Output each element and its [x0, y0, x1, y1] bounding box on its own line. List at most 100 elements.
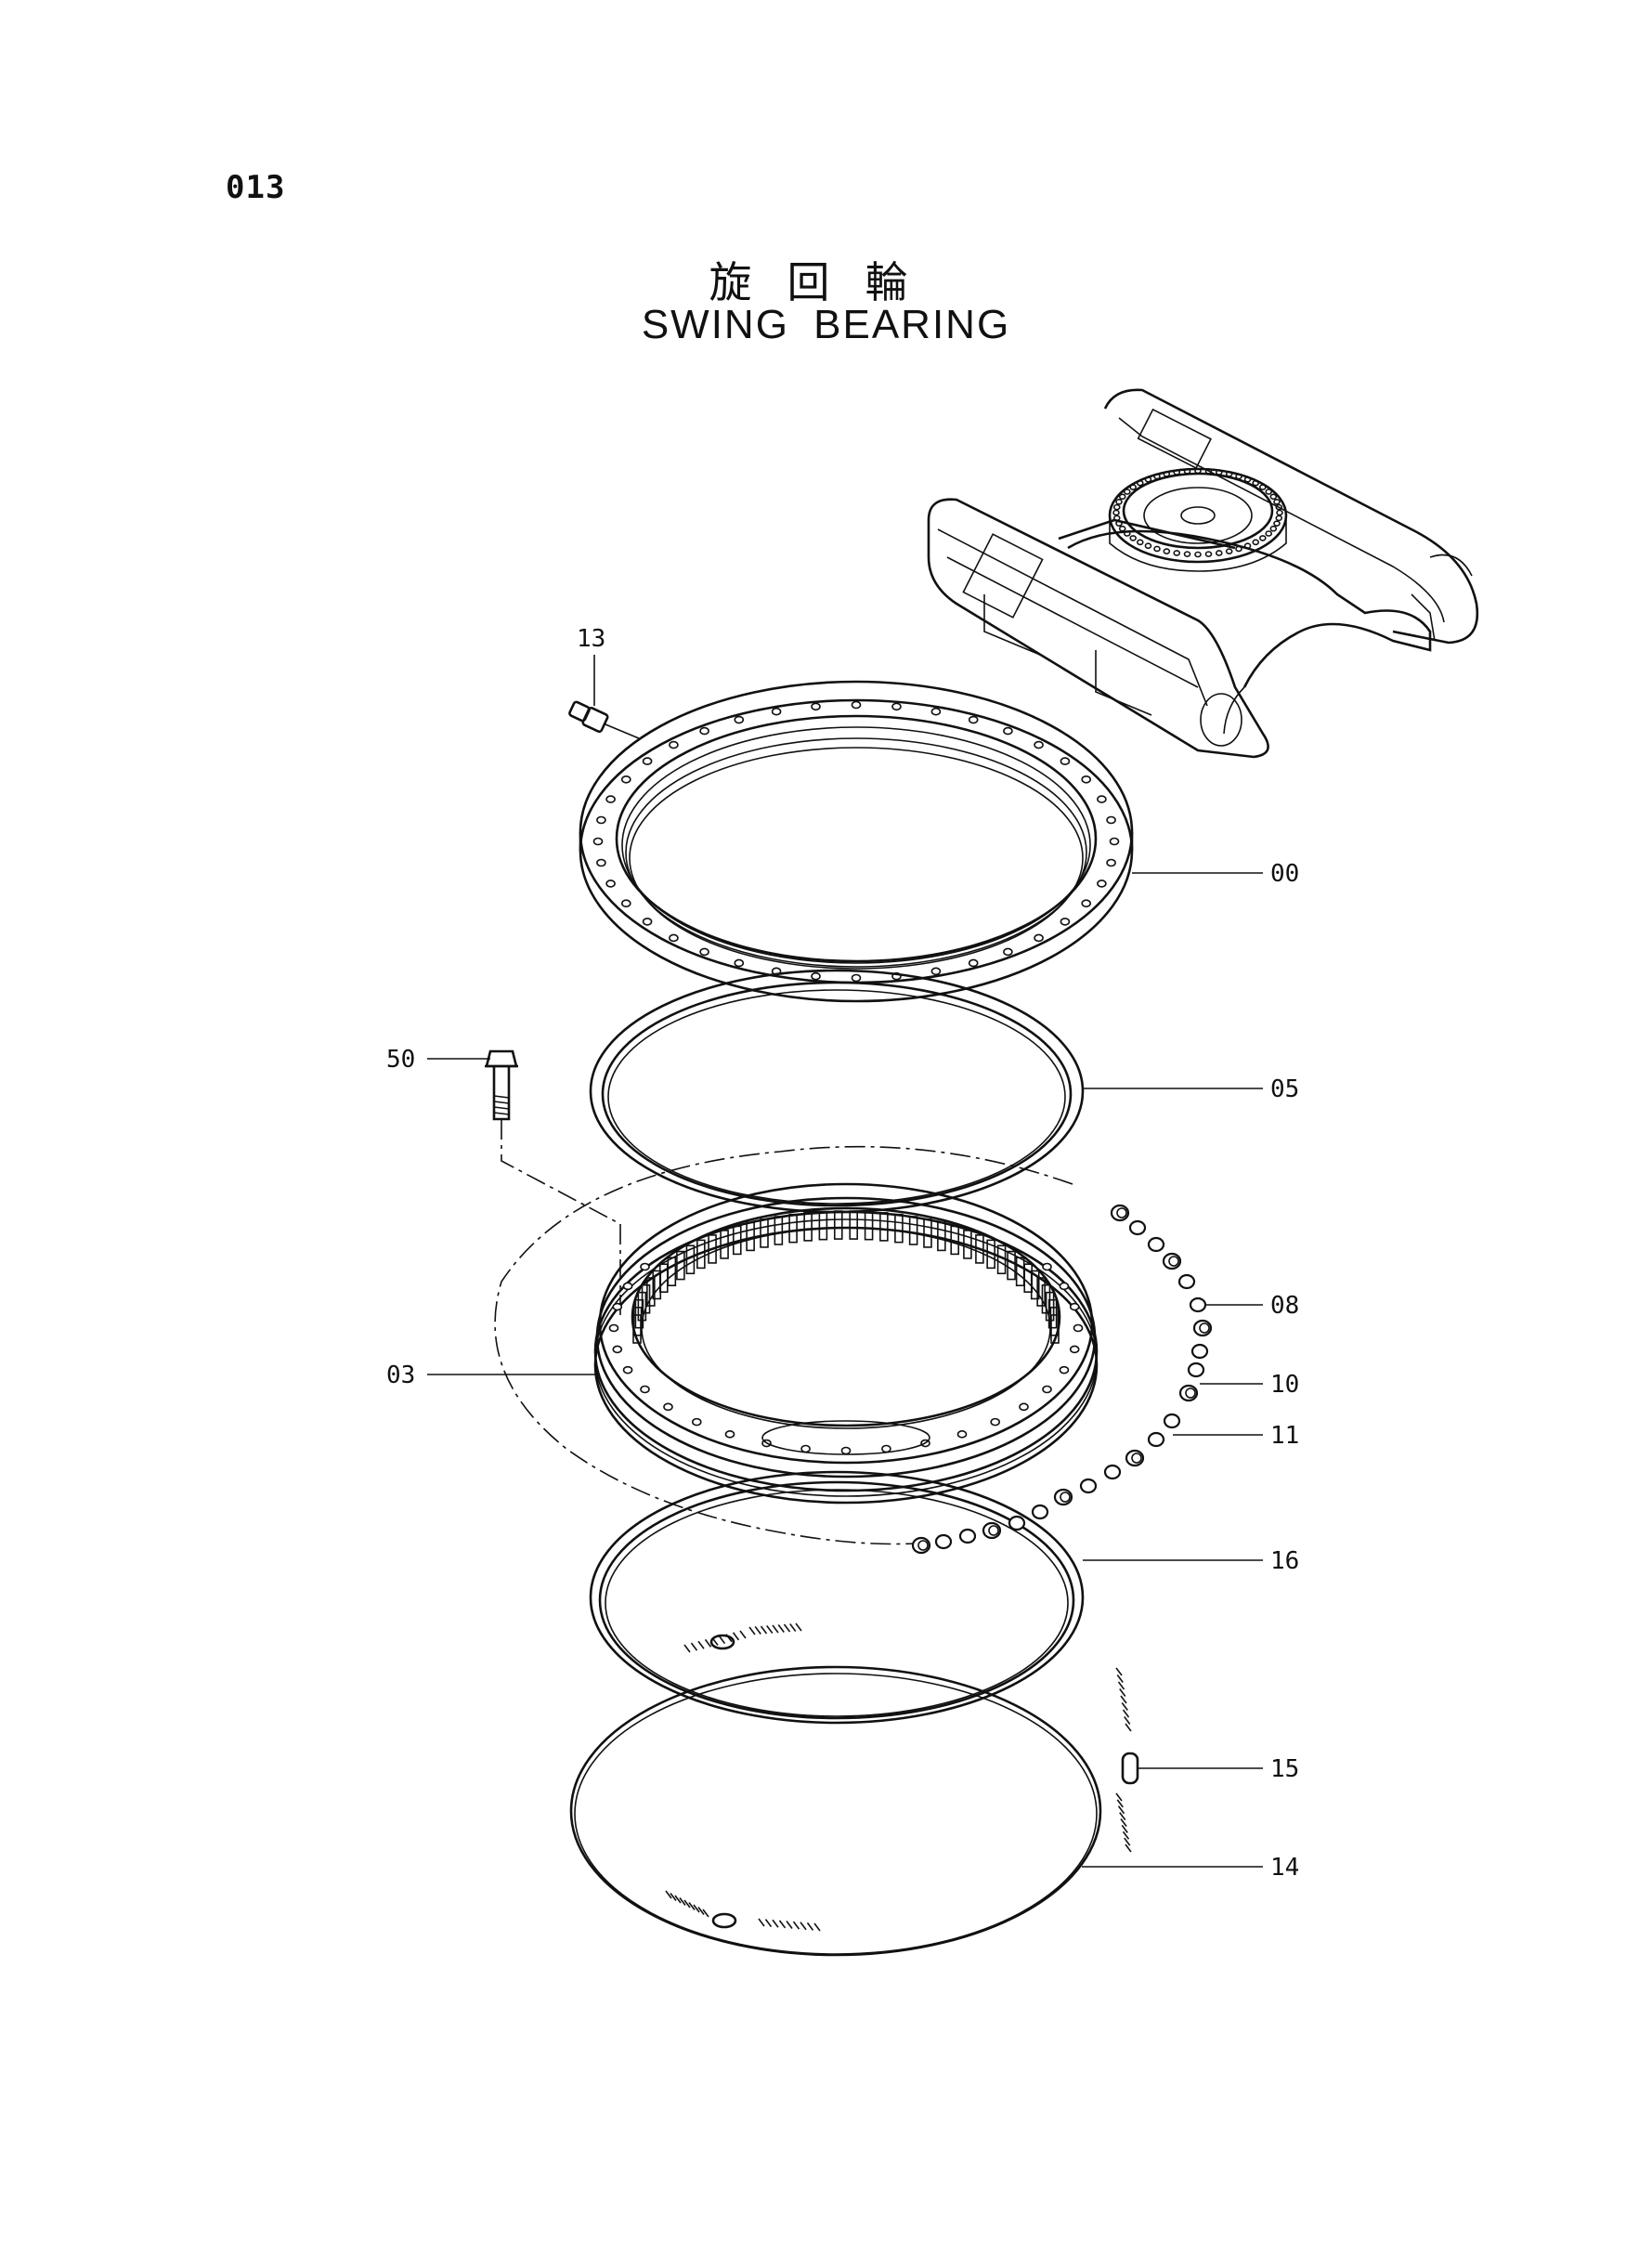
- gear-tooth: [1047, 1298, 1058, 1329]
- bolt-hole: [811, 971, 821, 981]
- part-13-grease-nipple: [568, 655, 640, 739]
- gear-tooth: [1136, 479, 1144, 487]
- bolt-hole: [1097, 879, 1107, 888]
- gear-tooth: [1153, 545, 1161, 553]
- gear-tooth: [1129, 484, 1137, 490]
- coil-mark: [1124, 1837, 1131, 1846]
- coil-mark: [1119, 1688, 1126, 1697]
- bolt-hole: [1081, 775, 1091, 784]
- coil-mark: [1117, 1681, 1125, 1690]
- bolt-hole: [1034, 933, 1044, 943]
- gear-tooth: [1173, 469, 1181, 476]
- bearing-ball: [1189, 1296, 1207, 1313]
- part-14-retaining-ring: [569, 1622, 1132, 1957]
- bolt-hole: [699, 947, 709, 957]
- coil-mark: [772, 1624, 779, 1634]
- gear-tooth: [1115, 520, 1123, 527]
- gear-tooth: [1115, 499, 1123, 505]
- gear-tooth: [634, 1298, 644, 1329]
- gear-tooth: [1243, 542, 1252, 550]
- gear-tooth: [1194, 551, 1202, 558]
- bolt-hole: [1069, 1345, 1080, 1354]
- coil-mark: [764, 1919, 773, 1928]
- coil-mark: [693, 1904, 700, 1913]
- bolt-hole: [1060, 918, 1071, 926]
- roller-end: [1116, 1207, 1127, 1218]
- gear-tooth: [646, 1277, 656, 1307]
- coil-mark: [783, 1623, 791, 1633]
- bearing-roller: [1079, 1478, 1098, 1494]
- gear-tooth: [788, 1213, 798, 1244]
- callout-14: 14: [1270, 1854, 1299, 1882]
- bolt-hole: [612, 1345, 623, 1354]
- coil-mark: [772, 1919, 779, 1928]
- bolt-hole: [1003, 726, 1013, 736]
- bolt-hole: [1034, 740, 1044, 749]
- coil-mark: [766, 1625, 774, 1634]
- bolt-hole: [1042, 1262, 1052, 1271]
- coil-mark: [1122, 1831, 1130, 1840]
- gear-tooth: [803, 1212, 813, 1242]
- bolt-hole: [1073, 1323, 1084, 1333]
- gear-tooth: [1225, 548, 1233, 554]
- bolt-hole: [1042, 1385, 1052, 1394]
- title-english: SWING BEARING: [641, 302, 1011, 347]
- coil-mark: [1125, 1844, 1132, 1853]
- coil-mark: [704, 1638, 712, 1648]
- coil-mark: [665, 1890, 672, 1899]
- gear-tooth: [1123, 489, 1131, 495]
- gear-tooth: [685, 1244, 696, 1275]
- bolt-hole: [734, 958, 745, 968]
- bolt-hole: [1097, 795, 1107, 803]
- bolt-hole: [622, 1282, 633, 1291]
- gear-tooth: [849, 1210, 859, 1240]
- bearing-roller: [1177, 1273, 1196, 1290]
- gear-tooth: [1118, 525, 1126, 532]
- bearing-roller: [934, 1533, 953, 1550]
- gear-tooth: [696, 1239, 706, 1270]
- gear-tooth: [1123, 530, 1131, 537]
- bolt-hole: [968, 715, 979, 724]
- gear-tooth: [774, 1216, 784, 1245]
- page-code: 013: [226, 169, 286, 206]
- roller-end: [988, 1525, 999, 1536]
- bolt-hole: [881, 1444, 891, 1453]
- gear-tooth: [1252, 539, 1260, 546]
- bolt-hole: [840, 1446, 852, 1455]
- bolt-hole: [699, 726, 709, 736]
- bolt-hole: [640, 1262, 650, 1271]
- bolt-hole: [669, 740, 679, 749]
- coil-mark: [795, 1622, 802, 1632]
- gear-tooth: [996, 1244, 1007, 1275]
- bolt-hole: [1059, 1365, 1070, 1375]
- gear-tooth: [1259, 484, 1267, 490]
- bolt-hole: [596, 858, 606, 867]
- gear-tooth: [1275, 503, 1283, 511]
- gear-tooth: [1235, 473, 1242, 480]
- gear-tooth: [1153, 473, 1161, 480]
- gear-tooth: [1194, 467, 1202, 475]
- bolt-hole: [642, 918, 653, 926]
- ring-joint: [709, 1634, 735, 1650]
- gear-tooth: [1225, 471, 1233, 477]
- gear-tooth: [1163, 548, 1171, 554]
- undercarriage-illustration: [927, 388, 1479, 759]
- gear-tooth: [1183, 468, 1191, 475]
- bolt-hole: [771, 707, 782, 716]
- bolt-hole: [621, 775, 631, 784]
- bolt-hole: [1060, 757, 1071, 765]
- coil-mark: [679, 1897, 686, 1906]
- gear-tooth: [1050, 1314, 1060, 1344]
- gear-tooth: [1215, 550, 1223, 556]
- coil-mark: [760, 1625, 768, 1635]
- coil-mark: [1125, 1723, 1132, 1732]
- ring-joint: [711, 1912, 737, 1929]
- coil-mark: [758, 1918, 765, 1927]
- bolt-hole: [1106, 815, 1116, 825]
- coil-mark: [754, 1626, 761, 1635]
- coil-mark: [786, 1921, 793, 1929]
- bolt-hole: [1019, 1402, 1029, 1412]
- gear-tooth: [1112, 509, 1120, 516]
- bearing-roller: [1031, 1504, 1049, 1520]
- part-05-seal: [589, 969, 1085, 1214]
